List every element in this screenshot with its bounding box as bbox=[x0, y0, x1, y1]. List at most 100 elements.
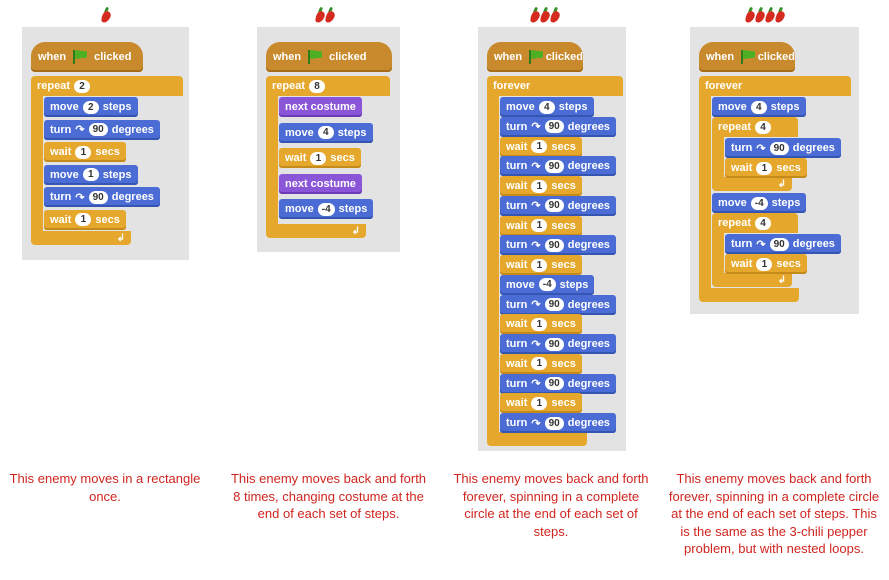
number-input[interactable]: 8 bbox=[309, 79, 326, 93]
forever-loop[interactable]: forever bbox=[487, 76, 623, 448]
block-suffix: secs bbox=[330, 152, 355, 164]
number-input[interactable]: 90 bbox=[544, 159, 564, 173]
number-input[interactable]: 1 bbox=[531, 317, 548, 331]
number-input[interactable]: 1 bbox=[75, 213, 92, 226]
number-input[interactable]: 90 bbox=[544, 238, 564, 252]
number-input[interactable]: 1 bbox=[531, 396, 548, 410]
block-suffix: secs bbox=[551, 397, 576, 410]
number-input[interactable]: 4 bbox=[755, 120, 772, 134]
loop-footer bbox=[699, 288, 799, 302]
looks-block[interactable]: next costume bbox=[279, 97, 362, 117]
number-input[interactable]: 90 bbox=[544, 120, 564, 134]
forever-loop[interactable]: forever bbox=[699, 76, 851, 304]
block-suffix: steps bbox=[559, 278, 589, 291]
block-suffix: steps bbox=[102, 168, 132, 181]
loop-arm bbox=[487, 96, 499, 432]
number-input[interactable]: 1 bbox=[82, 168, 99, 181]
number-input[interactable]: 1 bbox=[531, 219, 548, 232]
number-input[interactable]: 1 bbox=[531, 258, 548, 272]
number-input[interactable]: 90 bbox=[544, 337, 564, 351]
number-input[interactable]: 90 bbox=[769, 237, 789, 251]
loop-arm bbox=[712, 233, 724, 273]
number-input[interactable]: 1 bbox=[756, 257, 773, 271]
number-input[interactable]: 2 bbox=[74, 79, 91, 93]
loop-footer: ↲ bbox=[266, 223, 366, 238]
loop-return-arrow-icon: ↲ bbox=[777, 275, 786, 286]
hat-when-label: when bbox=[494, 51, 523, 63]
number-input[interactable]: 1 bbox=[756, 161, 773, 175]
number-input[interactable]: -4 bbox=[317, 202, 335, 216]
green-flag-icon bbox=[528, 50, 544, 64]
chili-pepper-icon bbox=[313, 6, 327, 25]
number-input[interactable]: 1 bbox=[531, 357, 548, 371]
number-input[interactable]: 90 bbox=[769, 141, 789, 155]
number-input[interactable]: 90 bbox=[544, 199, 564, 213]
block-label: wait bbox=[506, 357, 528, 370]
number-input[interactable]: -4 bbox=[538, 278, 556, 292]
block-suffix: degrees bbox=[567, 298, 610, 311]
number-input[interactable]: 1 bbox=[531, 179, 548, 193]
looks-block[interactable]: next costume bbox=[279, 173, 362, 194]
number-input[interactable]: 90 bbox=[544, 416, 564, 430]
number-input[interactable]: 1 bbox=[531, 140, 548, 153]
number-input[interactable]: 4 bbox=[750, 100, 767, 114]
number-input[interactable]: 4 bbox=[538, 100, 555, 114]
block-label: turn bbox=[506, 160, 528, 173]
number-input[interactable]: 1 bbox=[75, 145, 92, 159]
number-input[interactable]: 90 bbox=[544, 298, 564, 311]
number-input[interactable]: 4 bbox=[755, 216, 772, 230]
rotate-clockwise-icon: ↷ bbox=[531, 160, 541, 173]
green-flag-icon bbox=[72, 50, 88, 64]
number-input[interactable]: -4 bbox=[750, 196, 768, 210]
number-input[interactable]: 90 bbox=[88, 123, 108, 136]
number-input[interactable]: 1 bbox=[310, 151, 327, 165]
block-suffix: steps bbox=[771, 197, 801, 209]
number-input[interactable]: 2 bbox=[82, 100, 99, 114]
number-input[interactable]: 90 bbox=[544, 377, 564, 390]
number-input[interactable]: 4 bbox=[317, 126, 334, 139]
block-label: move bbox=[718, 197, 747, 209]
number-input[interactable]: 90 bbox=[88, 190, 108, 204]
